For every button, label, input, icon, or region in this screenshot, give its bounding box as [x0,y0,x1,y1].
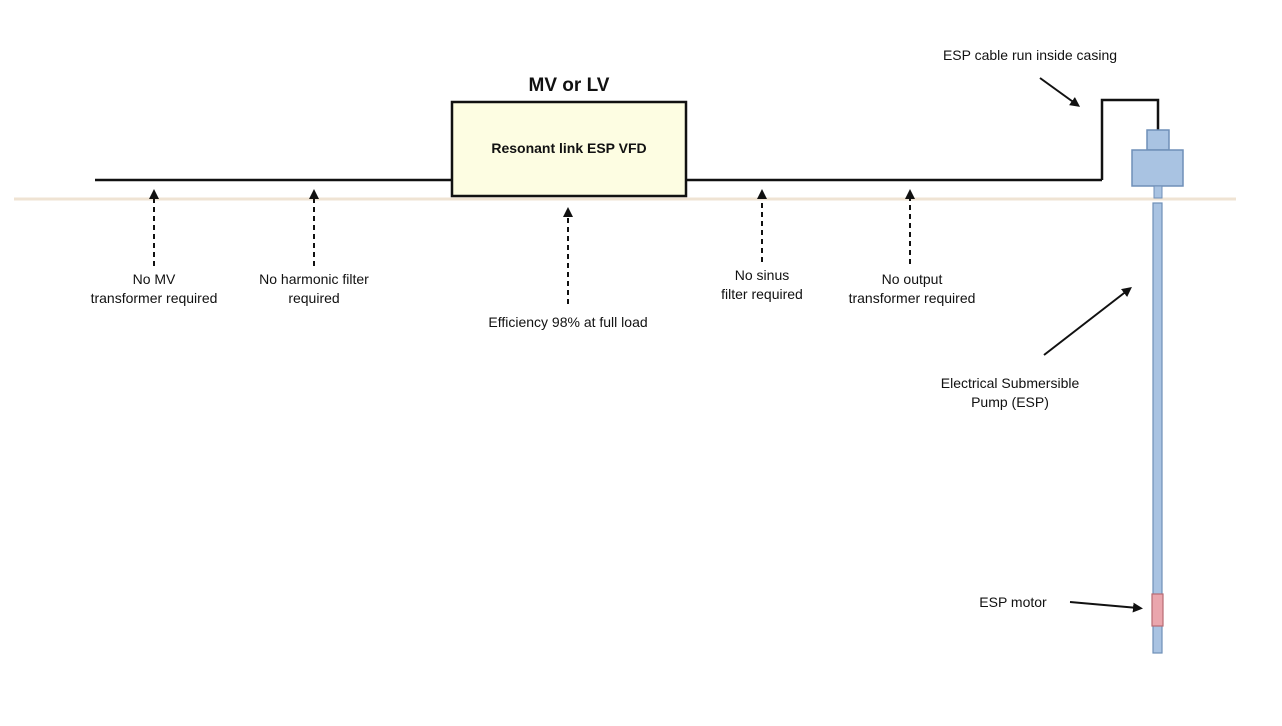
label-no-harmonic-filter: No harmonic filter required [224,270,404,308]
label-no-output-transformer: No output transformer required [812,270,1012,308]
label-esp-pump: Electrical Submersible Pump (ESP) [910,374,1110,412]
label-no-harmonic-filter-line2: required [288,290,340,306]
label-no-output-transformer-line2: transformer required [848,290,976,306]
arrow-esp-cable [1039,77,1081,107]
vfd-box [450,100,688,198]
label-no-harmonic-filter-line1: No harmonic filter [259,271,369,287]
wellhead-top [1146,129,1170,151]
vfd-voltage-label: MV or LV [528,75,610,96]
label-esp-motor: ESP motor [958,593,1068,612]
wellhead-neck [1153,185,1163,199]
esp-casing [1152,202,1163,654]
label-esp-pump-line2: Pump (ESP) [971,394,1049,410]
label-no-mv-transformer-line1: No MV [132,271,176,287]
wellhead-body [1131,149,1184,187]
label-esp-cable-text: ESP cable run inside casing [942,47,1118,63]
label-no-sinus-filter-line2: filter required [721,286,803,302]
label-no-sinus-filter-line1: No sinus [734,267,790,283]
arrow-esp-motor [1069,601,1143,613]
vfd-title: Resonant link ESP VFD [491,140,647,156]
label-no-mv-transformer: No MV transformer required [56,270,252,308]
esp-motor-shape [1151,593,1164,627]
label-efficiency-text: Efficiency 98% at full load [488,314,648,330]
arrow-esp-pump [1043,286,1132,356]
label-no-output-transformer-line1: No output [881,271,943,287]
esp-cable [1100,98,1160,180]
label-no-mv-transformer-line2: transformer required [90,290,218,306]
label-efficiency: Efficiency 98% at full load [458,313,678,332]
label-esp-motor-text: ESP motor [979,594,1047,610]
label-esp-cable: ESP cable run inside casing [908,46,1152,65]
label-esp-pump-line1: Electrical Submersible [940,375,1080,391]
label-no-sinus-filter: No sinus filter required [690,266,834,304]
